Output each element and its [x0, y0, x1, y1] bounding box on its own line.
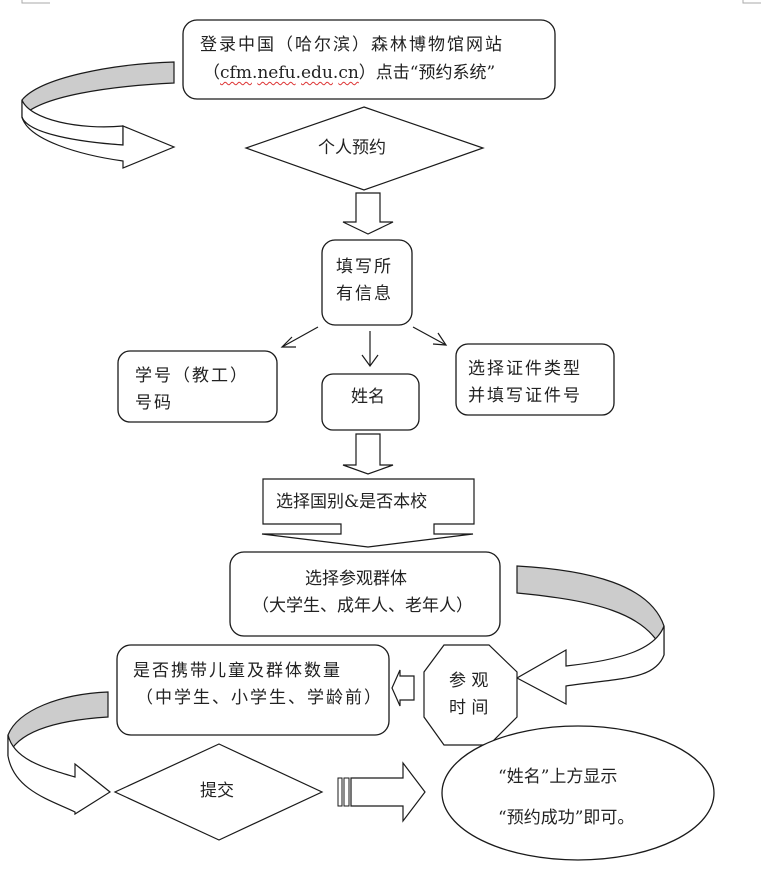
id-type-box — [455, 343, 615, 416]
down-arrow-2 — [342, 433, 394, 475]
result-line-1: “姓名”上方显示 — [498, 767, 618, 787]
result-ellipse — [441, 725, 715, 861]
arrow-to-student-id — [281, 326, 319, 348]
branch-arrows — [280, 326, 448, 368]
down-arrow-1 — [342, 192, 394, 235]
visit-time-line-2: 时 间 — [449, 698, 489, 718]
fill-info-line-2: 有信息 — [336, 284, 393, 304]
url-part-cn: cn — [338, 63, 359, 83]
children-line-1: 是否携带儿童及群体数量 — [133, 661, 342, 681]
start-paren-close: ）点击“预约系统” — [358, 63, 496, 83]
student-id-box — [117, 350, 278, 423]
visitor-group-line-2: （大学生、成年人、老年人） — [252, 596, 473, 616]
personal-booking-label: 个人预约 — [318, 138, 386, 158]
country-school-box — [261, 478, 475, 548]
url-dot: . — [251, 63, 258, 83]
arrow-to-id-type — [412, 326, 447, 346]
submit-label: 提交 — [200, 781, 234, 801]
arrowhead-right — [432, 332, 448, 346]
id-type-line-1: 选择证件类型 — [468, 359, 582, 379]
arrowhead-left — [280, 336, 296, 348]
visitor-group-box — [229, 551, 501, 637]
url-part-cfm: cfm — [220, 63, 252, 83]
visitor-group-line-1: 选择参观群体 — [305, 569, 407, 589]
children-line-2: （中学生、小学生、学龄前） — [136, 688, 383, 708]
result-line-2: “预约成功”即可。 — [498, 808, 635, 828]
start-line-1: 登录中国（哈尔滨）森林博物馆网站 — [200, 35, 504, 55]
name-label: 姓名 — [351, 387, 385, 407]
start-box — [182, 19, 556, 100]
country-school-label: 选择国别&是否本校 — [276, 492, 428, 512]
curved-arrow-bottom-left — [7, 691, 112, 816]
left-arrow-small — [391, 669, 415, 707]
submit-diamond — [113, 743, 324, 841]
start-paren-open: （ — [203, 63, 220, 83]
striped-right-arrow — [337, 761, 426, 823]
url-dot: . — [332, 63, 339, 83]
fill-info-box — [321, 239, 413, 326]
personal-booking-diamond — [244, 106, 485, 191]
student-id-line-2: 号码 — [135, 393, 173, 413]
student-id-line-1: 学号（教工） — [135, 366, 249, 386]
arrowhead-down — [361, 354, 379, 368]
page-corner-mark-right — [742, 0, 761, 4]
url-part-edu: edu — [301, 63, 333, 83]
id-type-line-2: 并填写证件号 — [468, 386, 582, 406]
curved-arrow-top-left — [21, 61, 176, 169]
page-corner-mark-left — [21, 0, 50, 4]
url-dot: . — [295, 63, 301, 83]
visit-time-line-1: 参 观 — [449, 671, 489, 691]
start-line-2: （cfm.nefu.edu.cn）点击“预约系统” — [203, 59, 495, 87]
name-box — [321, 373, 420, 431]
children-box — [116, 644, 390, 736]
fill-info-line-1: 填写所 — [336, 257, 393, 277]
url-part-nefu: nefu — [257, 63, 296, 83]
curved-arrow-right — [515, 565, 665, 705]
